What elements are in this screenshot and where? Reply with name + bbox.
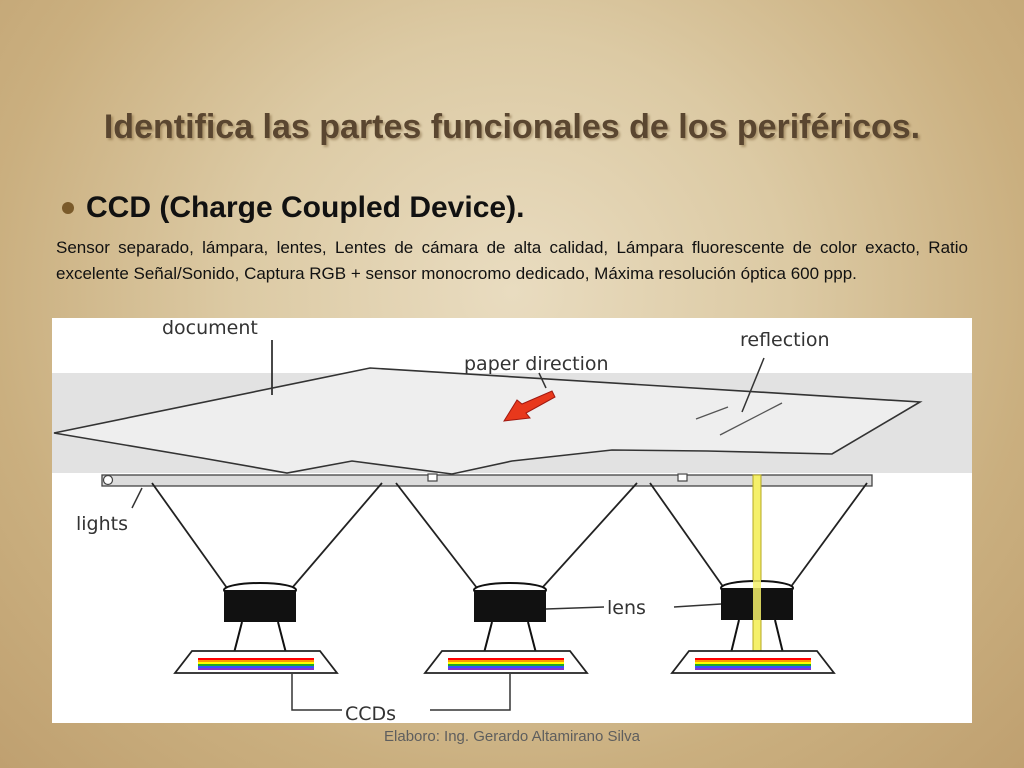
lights-bar <box>101 474 873 487</box>
ccd-band <box>448 662 564 664</box>
ccd-band <box>448 668 564 670</box>
light-beam <box>752 474 762 664</box>
bullet-dot-icon <box>62 202 74 214</box>
ccds-leader-right <box>430 674 511 711</box>
lens-1 <box>223 582 297 654</box>
ccd-2 <box>423 650 589 674</box>
paper-direction-label: paper direction <box>464 353 609 375</box>
ccd-band <box>695 664 811 666</box>
ccd-band <box>695 658 811 660</box>
ccd-band <box>695 662 811 664</box>
ccd-band <box>448 664 564 666</box>
reflection-leader <box>741 357 765 413</box>
ccd-band <box>198 660 314 662</box>
lens-label: lens <box>607 597 646 619</box>
diagram-svg: document paper direction reflection ligh… <box>52 318 972 723</box>
light-icon-2 <box>427 473 438 482</box>
ccds-label: CCDs <box>345 703 396 723</box>
bullet-item: CCD (Charge Coupled Device). <box>62 191 524 225</box>
reflection-mark-1 <box>695 406 729 420</box>
light-icon-3 <box>677 473 688 482</box>
reflection-label: reflection <box>740 329 830 351</box>
body-paragraph: Sensor separado, lámpara, lentes, Lentes… <box>56 238 968 283</box>
lens-2 <box>473 582 547 654</box>
ccd-band <box>695 668 811 670</box>
ccds-leader-left <box>291 674 342 711</box>
lights-leader <box>131 487 143 509</box>
ccd-band <box>448 660 564 662</box>
paper-direction-arrow-icon <box>503 390 556 422</box>
lens-leader-left <box>545 606 605 610</box>
ccd-band <box>198 662 314 664</box>
footer-credit: Elaboro: Ing. Gerardo Altamirano Silva <box>384 728 640 745</box>
lights-label: lights <box>76 513 128 535</box>
ccd-3 <box>670 650 836 674</box>
ccd-band <box>448 658 564 660</box>
reflection-mark-2 <box>719 402 783 436</box>
bullet-heading: CCD (Charge Coupled Device). <box>86 191 525 224</box>
light-icon-1 <box>102 474 114 486</box>
paper-direction-leader <box>538 372 547 389</box>
ccd-band <box>198 664 314 666</box>
lens-3 <box>720 580 794 654</box>
document-label: document <box>162 318 258 339</box>
light-rays <box>151 482 868 589</box>
ccd-band <box>695 666 811 668</box>
ccd-band <box>198 658 314 660</box>
lens-leader-right <box>673 603 722 608</box>
slide-title: Identifica las partes funcionales de los… <box>103 108 921 146</box>
ccd-band <box>198 666 314 668</box>
ccd-1 <box>173 650 339 674</box>
ccd-band <box>198 668 314 670</box>
document-sheet <box>53 367 923 475</box>
ccd-scanner-diagram: document paper direction reflection ligh… <box>52 318 972 723</box>
ccd-band <box>448 666 564 668</box>
ccd-band <box>695 660 811 662</box>
